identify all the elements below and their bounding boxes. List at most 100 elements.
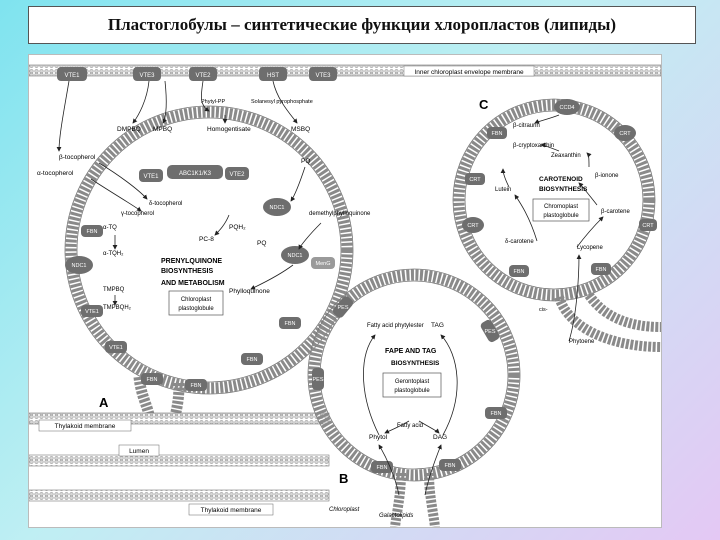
label-fatty-acid-phytylester: Fatty acid phytylester — [367, 323, 424, 329]
label-beta-ionone: β-ionone — [595, 173, 619, 179]
svg-text:PES: PES — [337, 305, 348, 311]
heading-metabolism: AND METABOLISM — [161, 280, 225, 287]
box-b-line2: plastoglobule — [394, 388, 430, 394]
label-phylloquinone: Phylloquinone — [229, 288, 270, 295]
enzyme-fbn-c2: FBN — [509, 265, 529, 277]
label-pc8: PC-8 — [199, 236, 214, 243]
label-galactolipids: Galactolipids — [379, 513, 413, 519]
enzyme-meng: MenG — [311, 257, 335, 269]
lumen-label-box — [118, 444, 160, 457]
plastoglobule-diagram: Inner chloroplast envelope membrane Thyl… — [28, 54, 662, 528]
thylakoid-a-label: Thylakoid membrane — [55, 423, 116, 430]
heading-prenylquinone: PRENYLQUINONE — [161, 258, 222, 265]
enzyme-vte1-a-left: VTE1 — [81, 305, 103, 317]
svg-text:VTE1: VTE1 — [85, 309, 99, 315]
arrows-a — [56, 80, 322, 306]
svg-text:CRT: CRT — [467, 223, 479, 229]
thylakoid-b-membrane — [28, 489, 330, 502]
svg-text:PES: PES — [312, 377, 323, 383]
chromoplast-plastoglobule-box — [532, 198, 590, 222]
heading-biosynthesis-a: BIOSYNTHESIS — [161, 268, 213, 275]
svg-text:CCD4: CCD4 — [560, 105, 575, 111]
label-lutein: Lutein — [495, 187, 511, 193]
thylakoid-b-label-box — [188, 503, 274, 516]
label-beta-citraurin: β-citraurin — [513, 123, 540, 129]
enzyme-ndc1-a-bottom: NDC1 — [281, 246, 309, 264]
label-beta-carotene: β-carotene — [601, 209, 630, 215]
gerontoplast-plastoglobule-box — [382, 372, 442, 398]
plastoglobule-c-outer-edge — [452, 98, 656, 302]
enzyme-pes-b1: PES — [332, 296, 354, 318]
label-tag: TAG — [431, 322, 444, 329]
enzyme-fbn-a4: FBN — [241, 353, 263, 365]
svg-text:FBN: FBN — [87, 229, 98, 235]
enzyme-vte1-a-bottom: VTE1 — [105, 341, 127, 353]
label-d-carotene: δ-carotene — [505, 239, 534, 245]
chloroplast-plastoglobule-box — [168, 290, 224, 316]
svg-text:PES: PES — [484, 329, 495, 335]
svg-text:MenG: MenG — [316, 261, 331, 267]
svg-text:NDC1: NDC1 — [72, 263, 87, 269]
plastoglobule-c-membrane — [453, 99, 655, 301]
enzyme-crt-c4: CRT — [639, 219, 657, 231]
label-alpha-tq: α-TQ — [103, 225, 117, 231]
enzyme-hst-top: HST — [259, 67, 287, 81]
stalk-b2 — [424, 472, 440, 528]
label-phytoene: Phytoene — [569, 339, 595, 345]
label-gamma-tocopherol: γ-tocopherol — [121, 211, 154, 217]
enzyme-fbn-b3: FBN — [485, 407, 507, 419]
svg-text:FBN: FBN — [492, 131, 503, 137]
svg-text:VTE2: VTE2 — [229, 172, 245, 178]
svg-text:FBN: FBN — [596, 267, 607, 273]
panel-label-c: C — [479, 97, 489, 112]
enzyme-fbn-a5: FBN — [279, 317, 301, 329]
inner-envelope-label: Inner chloroplast envelope membrane — [414, 69, 524, 76]
enzyme-fbn-c1: FBN — [487, 127, 507, 139]
label-mpbq: MPBQ — [153, 126, 172, 133]
thylakoid-a-bottom — [28, 454, 330, 467]
box-a-line1: Chloroplast — [181, 297, 212, 303]
heading-fape-tag: FAPE AND TAG — [385, 348, 437, 355]
inner-envelope-label-box — [403, 65, 535, 77]
label-phytyl-pp: Phytyl-PP — [201, 99, 225, 105]
enzyme-vte3-top-right: VTE3 — [309, 67, 337, 81]
plastoglobule-c-inner-edge — [464, 110, 644, 290]
svg-text:FBN: FBN — [491, 411, 502, 417]
svg-text:FBN: FBN — [377, 465, 388, 471]
stalk-a2 — [169, 382, 185, 419]
diagram-svg: Inner chloroplast envelope membrane Thyl… — [28, 64, 662, 528]
stalk-a — [133, 376, 155, 417]
label-pqh2: PQH₂ — [229, 224, 246, 231]
svg-text:FBN: FBN — [247, 357, 258, 363]
label-beta-cryptoxanthin: β-cryptoxanthin — [513, 143, 554, 149]
stalk-b — [390, 472, 406, 528]
plastoglobule-b-outer-edge — [307, 268, 521, 482]
box-a-line2: plastoglobule — [178, 306, 214, 312]
enzyme-vte1-top: VTE1 — [57, 67, 87, 81]
label-dag: DAG — [433, 434, 447, 441]
svg-text:CRT: CRT — [469, 177, 481, 183]
svg-text:FBN: FBN — [514, 269, 525, 275]
thylakoid-b-label: Thylakoid membrane — [201, 507, 262, 514]
enzyme-crt-c3: CRT — [465, 173, 485, 185]
heading-carotenoid: CAROTENOID — [539, 176, 583, 183]
label-tmpbqh2: TMPBQH₂ — [103, 305, 132, 311]
stalk-c — [584, 292, 662, 332]
label-alpha-tqh2: α-TQH₂ — [103, 251, 124, 257]
svg-text:FBN: FBN — [147, 377, 158, 383]
plastoglobule-a-inner-edge — [76, 117, 342, 383]
svg-text:FBN: FBN — [191, 383, 202, 389]
svg-text:VTE3: VTE3 — [139, 73, 155, 79]
enzyme-fbn-b1: FBN — [371, 461, 393, 473]
heading-biosynthesis-c: BIOSYNTHESIS — [539, 186, 588, 193]
svg-text:VTE2: VTE2 — [195, 73, 211, 79]
label-tmpbq: TMPBQ — [103, 287, 125, 293]
enzyme-fbn-a2: FBN — [141, 373, 163, 385]
svg-text:FBN: FBN — [285, 321, 296, 327]
label-msbq: MSBQ — [291, 126, 310, 133]
label-fatty-acid: Fatty acid — [397, 423, 423, 429]
enzyme-fbn-a3: FBN — [185, 379, 207, 391]
enzyme-vte2-top: VTE2 — [189, 67, 217, 81]
svg-text:ABC1K1/K3: ABC1K1/K3 — [179, 171, 212, 177]
arrows-c — [500, 114, 604, 342]
